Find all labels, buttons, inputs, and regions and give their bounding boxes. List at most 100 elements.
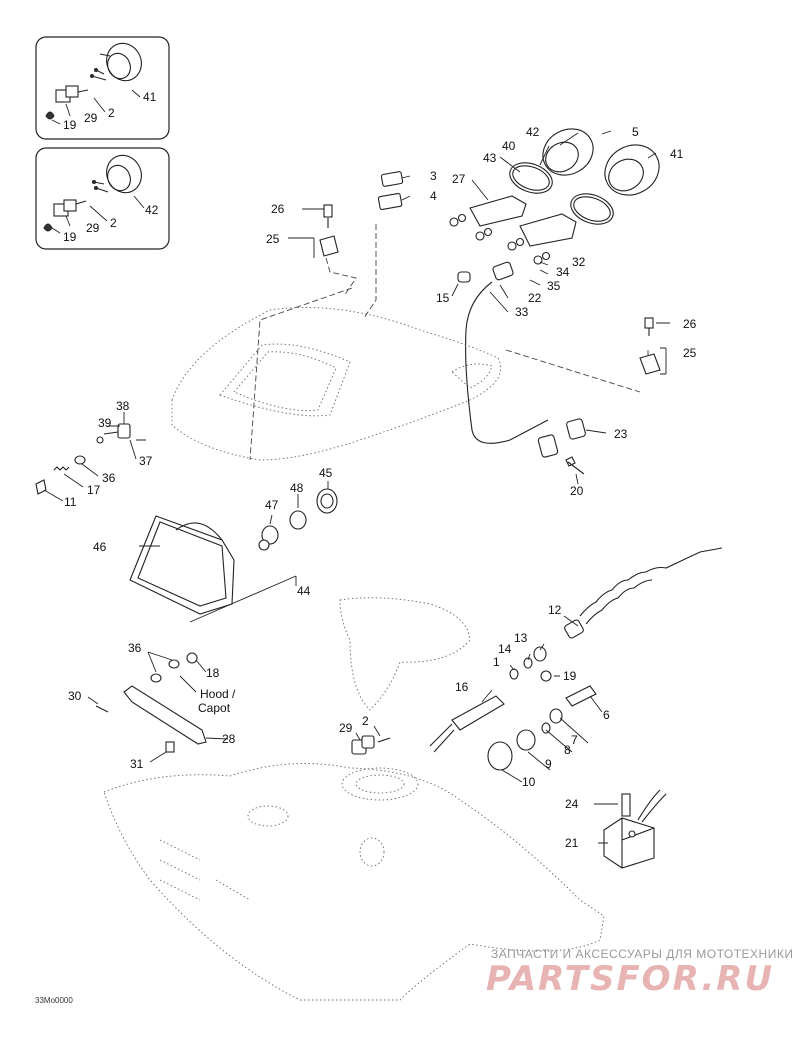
label-24: 24 xyxy=(565,797,579,811)
hood-capot-line1: Hood / xyxy=(200,687,236,701)
watermark-logo: PARTSFOR.RU xyxy=(486,959,774,999)
nut-7 xyxy=(549,708,563,724)
label-6: 6 xyxy=(603,708,610,722)
label-38: 38 xyxy=(116,399,130,413)
connector-drawing xyxy=(45,85,89,120)
spring-17 xyxy=(53,466,70,471)
label-10: 10 xyxy=(522,775,536,789)
washer-8 xyxy=(541,722,551,734)
washer-14 xyxy=(523,657,533,669)
figure-code: 33Mo0000 xyxy=(35,996,73,1005)
switch-4 xyxy=(377,192,403,211)
switch-12 xyxy=(564,619,584,639)
cap-6 xyxy=(565,685,597,707)
label-2: 2 xyxy=(110,216,117,230)
label-42: 42 xyxy=(145,203,159,217)
bolt-31 xyxy=(165,741,175,753)
watermark: ЗАПЧАСТИ И АКСЕССУАРЫ ДЛЯ МОТОТЕХНИКИ PA… xyxy=(486,947,793,999)
gauge-cluster: 42 5 40 43 41 27 34 32 35 22 33 15 3 4 2… xyxy=(266,125,684,444)
label-26: 26 xyxy=(683,317,697,331)
label-36: 36 xyxy=(128,641,142,655)
coiled-cord xyxy=(579,547,723,617)
label-46: 46 xyxy=(93,540,107,554)
label-22: 22 xyxy=(528,291,542,305)
ring-41 xyxy=(570,193,614,225)
label-26: 26 xyxy=(271,202,285,216)
module-21 xyxy=(603,817,655,869)
fuel-tank xyxy=(103,763,605,1001)
label-40: 40 xyxy=(502,139,516,153)
label-29: 29 xyxy=(84,111,98,125)
label-27: 27 xyxy=(452,172,466,186)
lamp-26-right xyxy=(644,317,654,336)
label-43: 43 xyxy=(483,151,497,165)
watermark-tagline: ЗАПЧАСТИ И АКСЕССУАРЫ ДЛЯ МОТОТЕХНИКИ xyxy=(491,947,793,961)
bracket-27b xyxy=(519,213,577,247)
label-2: 2 xyxy=(362,714,369,728)
label-48: 48 xyxy=(290,481,304,495)
label-35: 35 xyxy=(547,279,561,293)
gauge-drawing xyxy=(92,154,142,194)
screw-30 xyxy=(95,705,109,713)
label-23: 23 xyxy=(614,427,628,441)
connector-drawing xyxy=(43,199,87,232)
inset-top: 41 2 29 19 xyxy=(35,36,170,140)
tether-16 xyxy=(451,695,505,731)
handlebar-cover xyxy=(339,597,471,711)
lamp-26-top xyxy=(323,204,333,228)
ring-48 xyxy=(289,510,307,530)
gauge-42 xyxy=(542,128,594,176)
bracket-assembly: 36 18 Hood / Capot 30 28 31 xyxy=(68,641,236,771)
label-1: 1 xyxy=(493,655,500,669)
label-29: 29 xyxy=(339,721,353,735)
body-10 xyxy=(487,741,513,771)
bracket-27 xyxy=(469,195,527,227)
ignition-harness: 12 13 14 1 19 16 6 7 8 9 10 29 2 24 21 xyxy=(339,547,723,869)
label-16: 16 xyxy=(455,680,469,694)
label-2: 2 xyxy=(108,106,115,120)
label-41: 41 xyxy=(143,90,157,104)
ring-1 xyxy=(509,668,519,680)
label-20: 20 xyxy=(570,484,584,498)
cable-33 xyxy=(465,281,549,444)
label-18: 18 xyxy=(206,666,220,680)
gauge-drawing xyxy=(90,42,142,82)
bulb-15 xyxy=(457,271,471,283)
label-36: 36 xyxy=(102,471,116,485)
label-31: 31 xyxy=(130,757,144,771)
label-13: 13 xyxy=(514,631,528,645)
ring-40 xyxy=(509,162,553,194)
label-29: 29 xyxy=(86,221,100,235)
label-8: 8 xyxy=(564,743,571,757)
label-44: 44 xyxy=(297,584,311,598)
cap-45 xyxy=(316,488,338,514)
label-42: 42 xyxy=(526,125,540,139)
label-15: 15 xyxy=(436,291,450,305)
washer-36 xyxy=(74,455,86,465)
headlight-assembly: 38 39 37 36 17 11 45 48 47 46 44 xyxy=(35,399,338,623)
label-19: 19 xyxy=(63,230,77,244)
label-5: 5 xyxy=(632,125,639,139)
label-47: 47 xyxy=(265,498,279,512)
socket-25-right xyxy=(639,353,661,375)
gauge-41 xyxy=(604,144,660,196)
housing-9 xyxy=(516,729,536,751)
label-28: 28 xyxy=(222,732,236,746)
label-45: 45 xyxy=(319,466,333,480)
label-37: 37 xyxy=(139,454,153,468)
label-34: 34 xyxy=(556,265,570,279)
switch-23b xyxy=(566,418,586,440)
bracket-28 xyxy=(123,685,207,745)
socket-25-top xyxy=(319,235,339,257)
washer-36a xyxy=(150,673,162,683)
label-14: 14 xyxy=(498,642,512,656)
label-3: 3 xyxy=(430,169,437,183)
label-21: 21 xyxy=(565,836,579,850)
hood-capot-line2: Capot xyxy=(198,701,231,715)
label-41: 41 xyxy=(670,147,684,161)
plug-22 xyxy=(492,261,514,281)
nut-19 xyxy=(540,670,552,682)
label-33: 33 xyxy=(515,305,529,319)
label-19: 19 xyxy=(63,118,77,132)
